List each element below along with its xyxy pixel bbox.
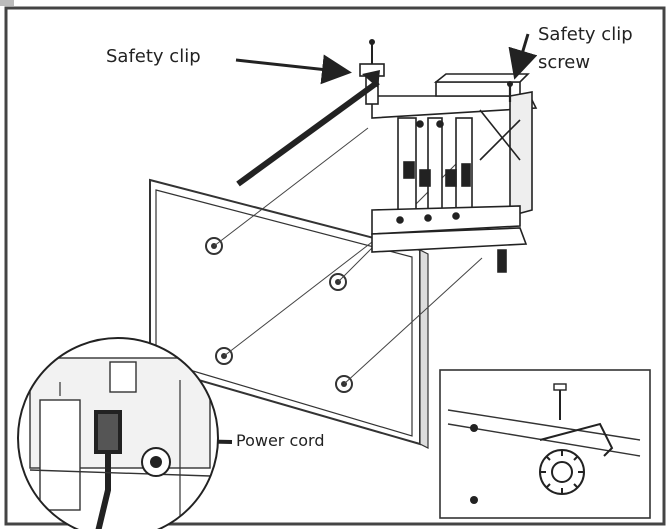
safety-clip-label: Safety clip <box>106 46 201 67</box>
power-cord-label: Power cord <box>236 431 325 450</box>
safety-clip-screw-arrow <box>508 33 538 80</box>
safety-clip-detail-inset <box>439 369 651 519</box>
power-cord-magnifier-ring <box>17 337 219 529</box>
mounting-direction-arrow <box>236 79 380 187</box>
power-cord-magnifier <box>18 338 218 529</box>
safety-clip-screw-label-line2: screw <box>538 52 591 73</box>
diagram-frame <box>4 6 666 526</box>
safety-clip-arrow <box>235 54 352 85</box>
wall-mount-bracket <box>371 73 538 273</box>
safety-clip-screw <box>507 81 513 102</box>
corner-tab <box>0 0 14 6</box>
safety-clip-screw-label-line1: Safety clip <box>538 24 633 45</box>
